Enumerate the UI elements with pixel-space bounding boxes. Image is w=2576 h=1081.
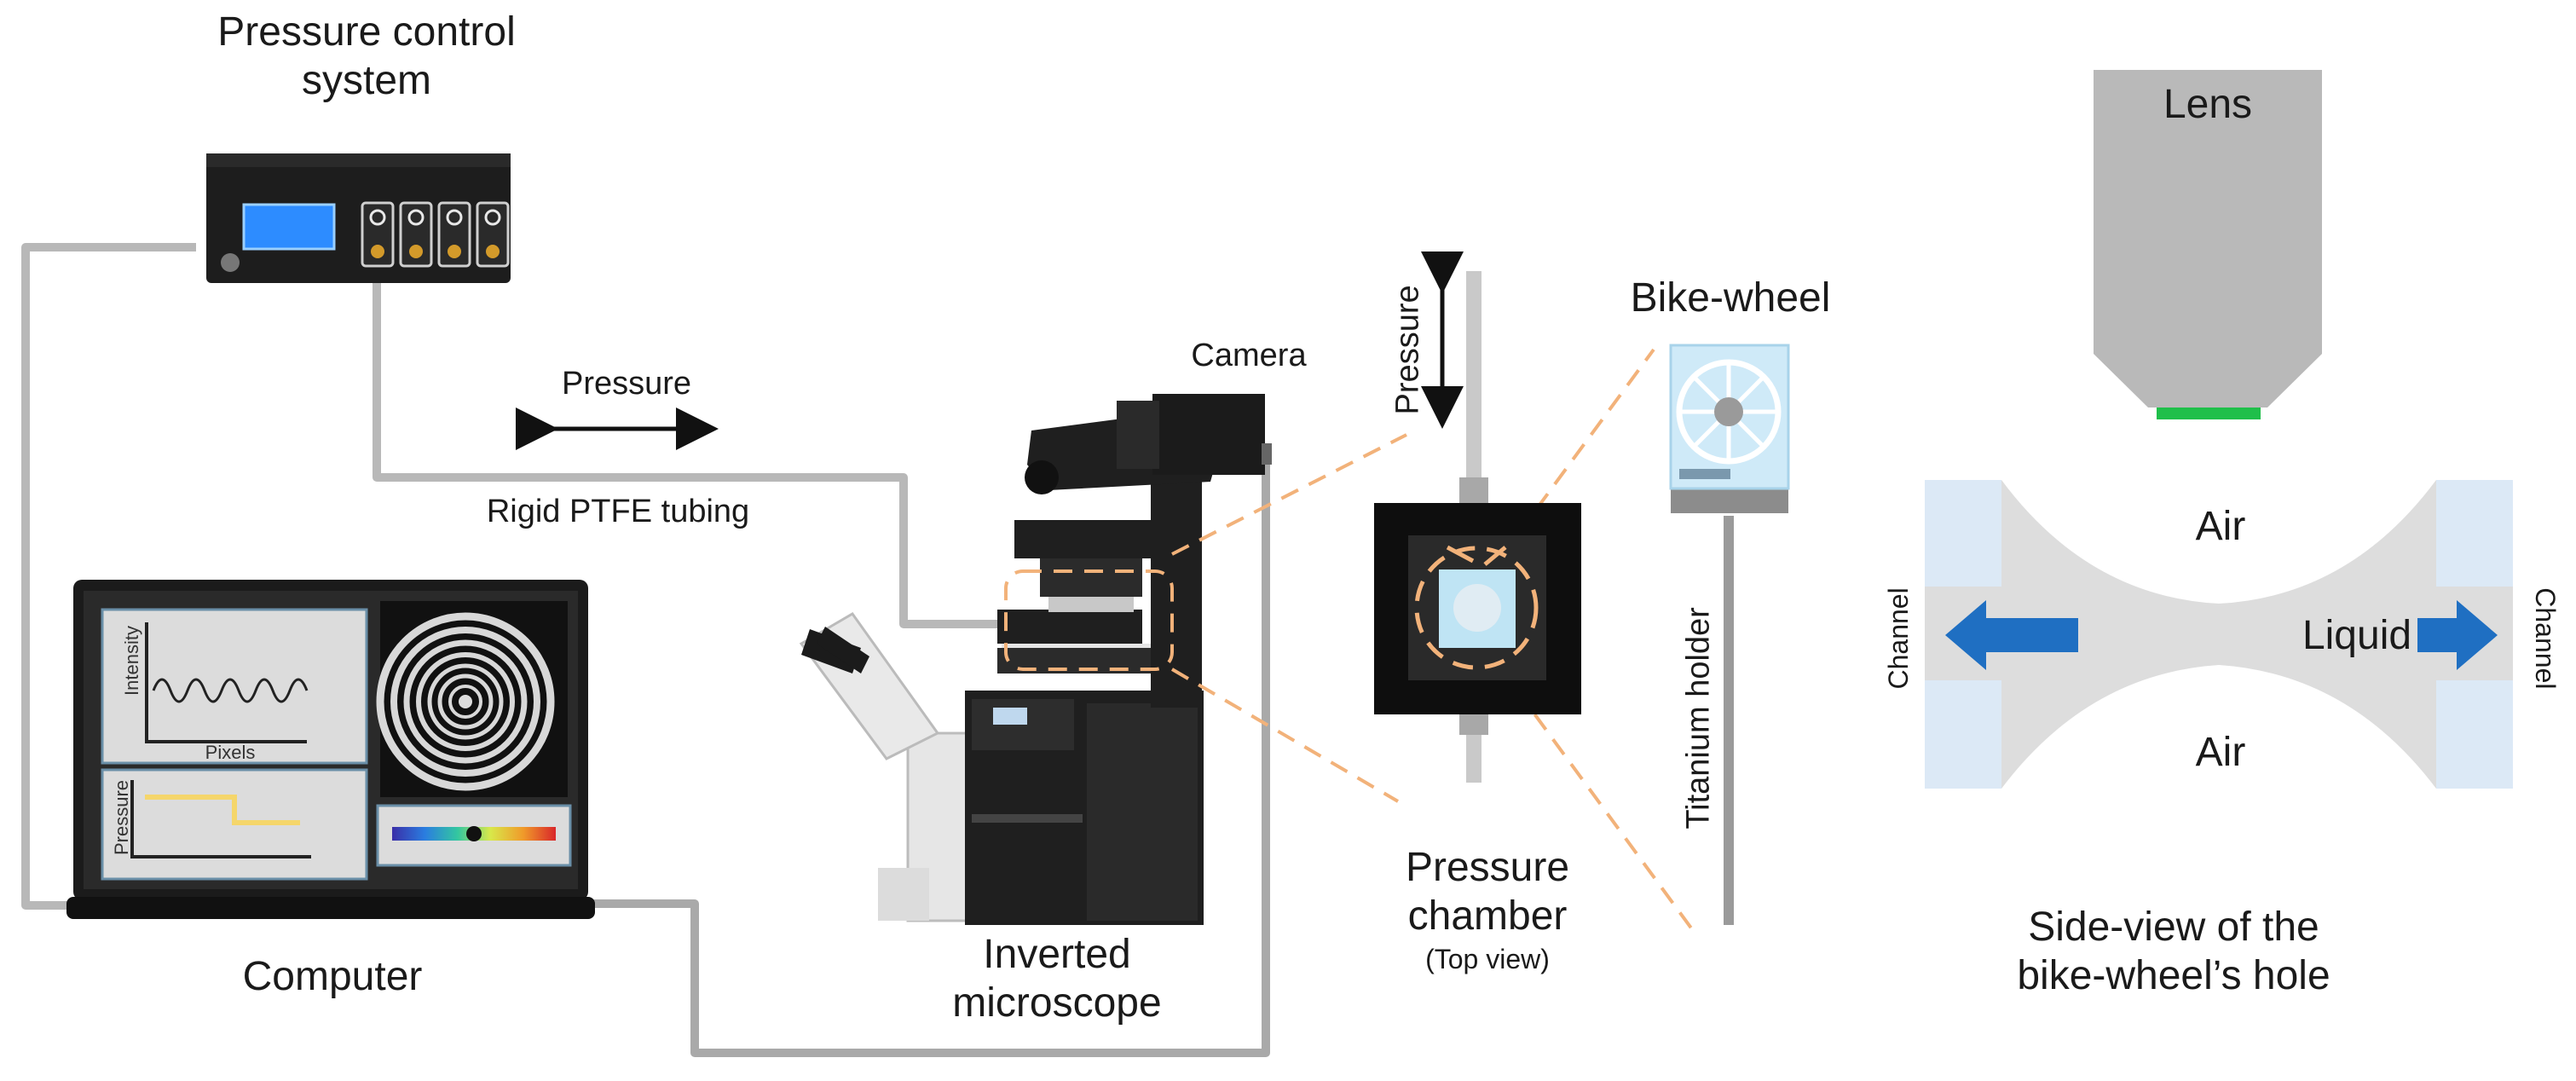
lens-body [2094,70,2322,408]
side-view-line2: bike-wheel’s hole [2017,952,2331,998]
liquid-label: Liquid [2302,613,2412,658]
pressure-control-label: Pressure control system [162,9,571,105]
pressure-axis-label: Pressure [111,779,133,856]
side-view-hole [1925,70,2513,789]
pressure-control-line1: Pressure control [217,9,516,55]
lens-label: Lens [2163,82,2253,127]
tubing-label: Rigid PTFE tubing [486,494,750,529]
inverted-microscope [799,394,1272,925]
intensity-axis-label: Intensity [121,626,143,696]
air-top-label: Air [2195,504,2246,549]
computer-laptop [66,580,595,919]
chamber-line2: chamber [1407,893,1568,939]
liquid-region [2001,480,2436,789]
titanium-holder-label: Titanium holder [1680,607,1717,830]
rigid-ptfe-tubing [373,256,1014,628]
microscope-label: Inverted microscope [904,931,1210,1027]
vertical-pressure-label: Pressure [1389,285,1426,415]
microscope-line2: microscope [952,980,1162,1026]
camera-label: Camera [1191,338,1307,373]
pressure-chamber-label: Pressure chamber (Top view) [1347,844,1628,976]
pixels-axis-label: Pixels [205,742,256,763]
microscope-line1: Inverted [983,932,1131,977]
titanium-holder-rod [1724,516,1734,925]
controller-screen [242,203,336,251]
right-flow-arrow [2417,600,2498,670]
pressure-arrow-label: Pressure [561,366,692,402]
computer-cable [21,243,196,910]
channel-right-label: Channel [2529,587,2561,690]
bike-wheel-device [1669,344,1790,925]
air-bottom-label: Air [2195,730,2246,775]
side-view-label: Side-view of the bike-wheel’s hole [1969,904,2378,1000]
bike-wheel-label: Bike-wheel [1630,275,1831,321]
pressure-control-line2: system [301,57,431,103]
left-flow-arrow [1945,600,2078,670]
channel-left-label: Channel [1883,587,1915,690]
computer-label: Computer [242,954,423,999]
camera-cable [588,465,1270,1057]
chamber-line1: Pressure [1405,845,1570,890]
controller-power-button [221,253,240,272]
pressure-chamber-top-view [1374,271,1581,783]
pressure-controller-device [206,153,511,283]
side-view-line1: Side-view of the [2028,905,2319,950]
chamber-line3: (Top view) [1425,944,1550,975]
lens-green-tip [2157,408,2261,419]
